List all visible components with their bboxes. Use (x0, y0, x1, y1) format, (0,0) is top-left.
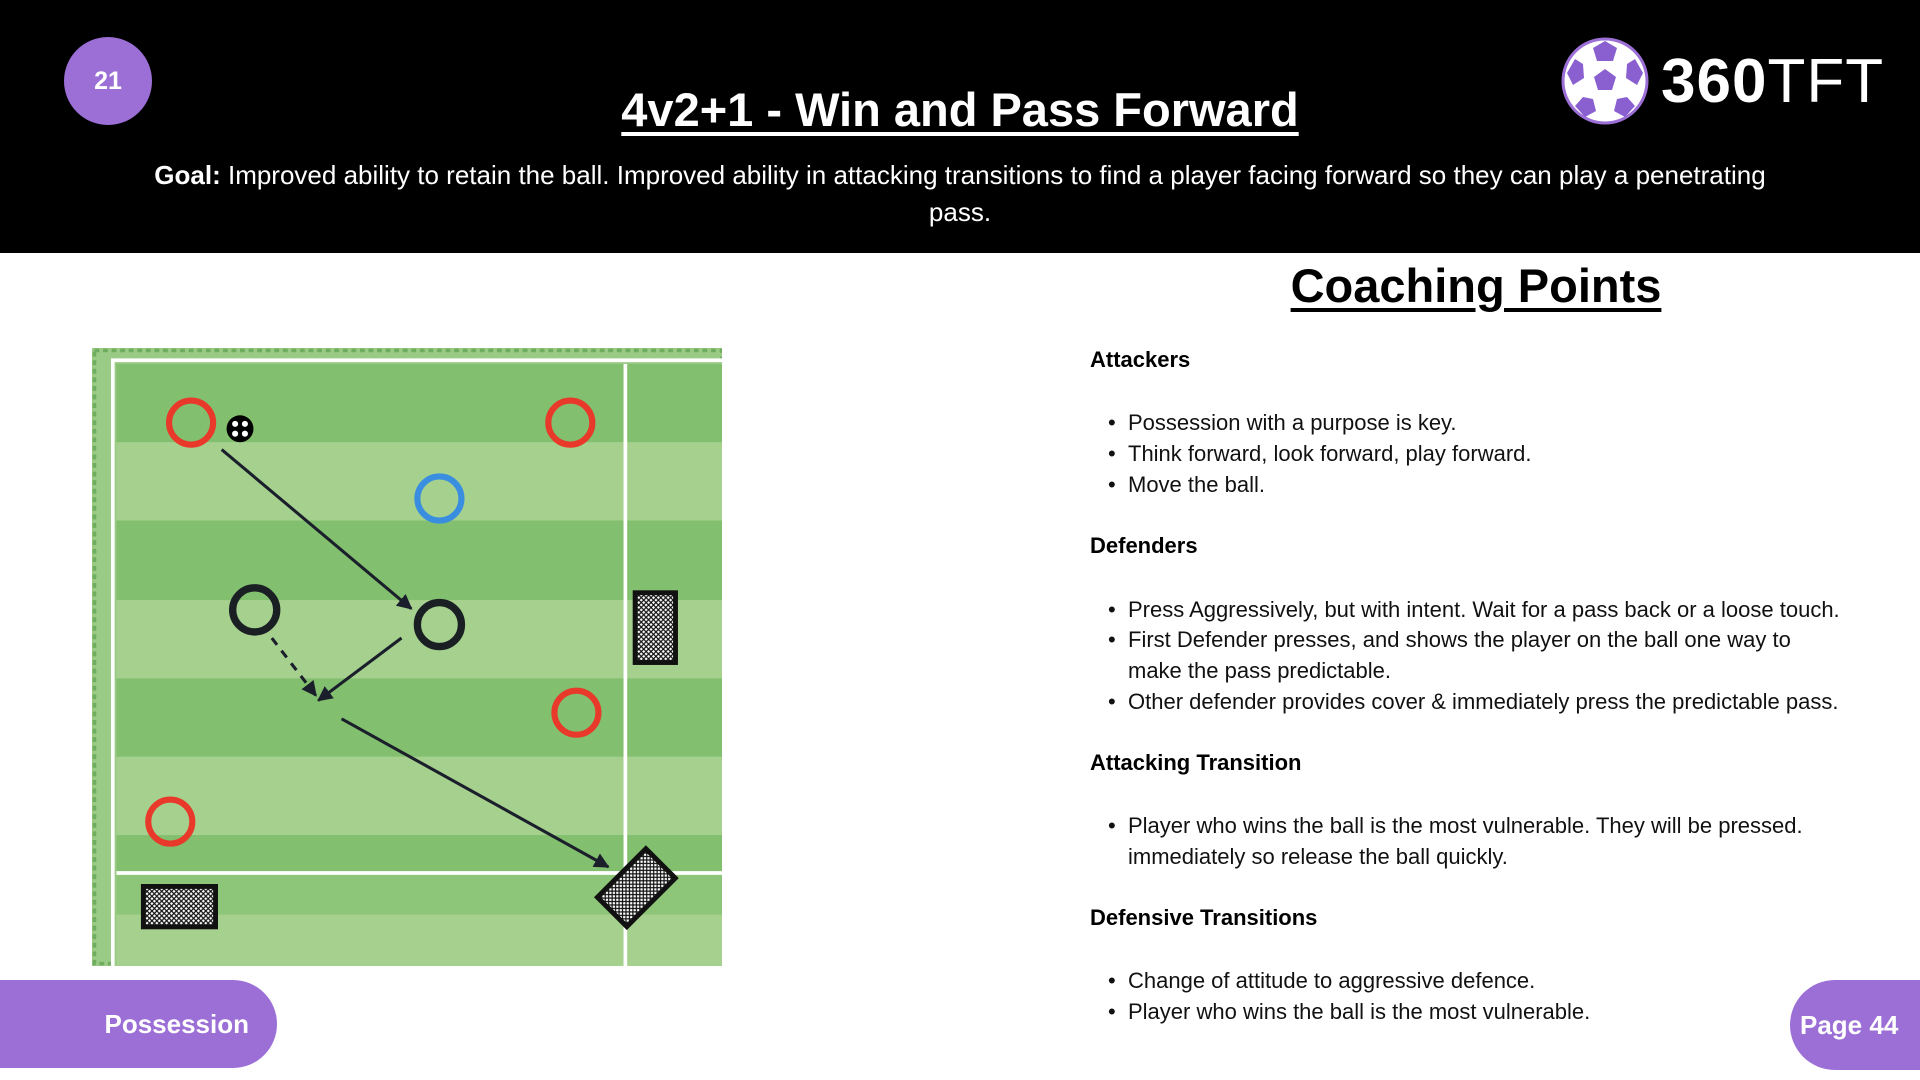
bullet: Player who wins the ball is the most vul… (1108, 996, 1888, 1027)
blue-player (414, 473, 465, 524)
logo-text-light: TFT (1767, 46, 1885, 116)
goal-label: Goal: (154, 160, 221, 190)
logo-text-bold: 360 (1661, 46, 1768, 116)
pass-arrow (220, 448, 413, 610)
bullet: Press Aggressively, but with intent. Wai… (1108, 594, 1888, 625)
black-player (413, 598, 466, 651)
goal-description: Improved ability to retain the ball. Imp… (227, 160, 1766, 227)
red-player (145, 796, 196, 847)
header-bar: 21 4v2+1 - Win and Pass Forward Goal: Im… (0, 0, 1920, 253)
ball-icon (226, 415, 254, 443)
red-player (551, 687, 602, 738)
page-number: Page 44 (1790, 980, 1920, 1070)
bullet: Player who wins the ball is the most vul… (1108, 810, 1868, 872)
bullet: Move the ball. (1108, 469, 1888, 500)
pass-arrow (340, 717, 610, 869)
logo-text: 360TFT (1661, 46, 1884, 117)
goal-icon (140, 884, 218, 930)
goal-text: Goal: Improved ability to retain the bal… (120, 157, 1800, 231)
run-arrow (270, 637, 318, 697)
bullet: Possession with a purpose is key. (1108, 407, 1888, 438)
logo: 360TFT (1561, 37, 1884, 125)
drill-diagram (92, 348, 722, 966)
bullet: Think forward, look forward, play forwar… (1108, 438, 1888, 469)
soccer-ball-icon (1561, 37, 1649, 125)
coaching-points-title: Coaching Points (1290, 259, 1662, 312)
pass-arrow (317, 636, 403, 702)
category-tag: Possession (0, 980, 277, 1068)
section-heading-attackers: Attackers (1090, 347, 1191, 372)
page-title: 4v2+1 - Win and Pass Forward (621, 83, 1299, 136)
red-player (545, 397, 596, 448)
goal-icon (593, 845, 679, 931)
slide-number-badge: 21 (64, 37, 152, 125)
goal-icon (632, 590, 678, 665)
red-player (166, 397, 217, 448)
bullet: Other defender provides cover & immediat… (1108, 686, 1888, 717)
section-heading-defensive-transitions: Defensive Transitions (1090, 905, 1318, 930)
bullet: First Defender presses, and shows the pl… (1108, 624, 1848, 686)
section-heading-attacking-transition: Attacking Transition (1090, 750, 1302, 775)
bullet: Change of attitude to aggressive defence… (1108, 965, 1888, 996)
black-player (229, 584, 281, 636)
section-heading-defenders: Defenders (1090, 533, 1198, 558)
